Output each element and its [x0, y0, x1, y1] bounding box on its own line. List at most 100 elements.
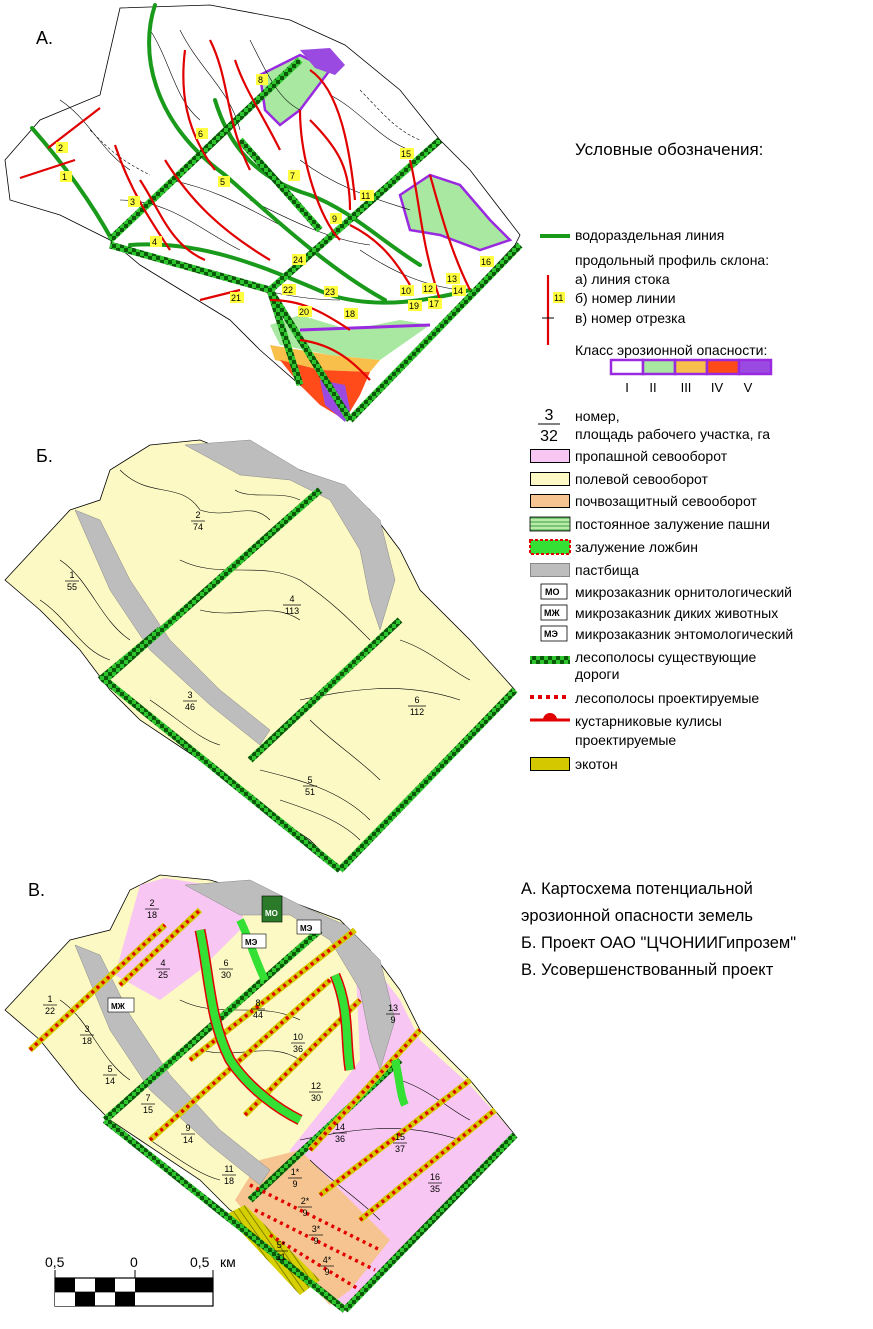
- svg-text:2: 2: [149, 898, 154, 908]
- line-number-label: 11: [360, 190, 374, 201]
- svg-text:14: 14: [453, 286, 463, 296]
- svg-text:11: 11: [361, 191, 370, 201]
- svg-text:МО: МО: [265, 909, 278, 918]
- svg-text:9: 9: [324, 1267, 329, 1277]
- legend-shrub-2: проектируемые: [575, 732, 677, 748]
- plot-label-b: 155: [65, 570, 79, 592]
- svg-text:11: 11: [554, 293, 563, 303]
- field-crop-swatch: [530, 472, 570, 486]
- svg-text:19: 19: [409, 301, 419, 311]
- svg-text:17: 17: [429, 299, 439, 309]
- microreserve-me-c1: МЭ: [296, 919, 322, 935]
- grassing-swatch: [529, 516, 571, 532]
- svg-text:9: 9: [302, 1208, 307, 1218]
- flow-line-number-swatch: 11: [553, 292, 565, 303]
- erosion-class-bar: [609, 358, 773, 376]
- plot-label-c: 3*9: [309, 1224, 323, 1246]
- svg-text:10: 10: [293, 1032, 303, 1042]
- ecotone-swatch: [530, 757, 570, 771]
- svg-text:36: 36: [293, 1044, 303, 1054]
- plot-area-example: 32: [540, 428, 558, 445]
- svg-text:8: 8: [255, 998, 260, 1008]
- svg-text:74: 74: [193, 522, 203, 532]
- svg-text:9: 9: [332, 214, 337, 224]
- plot-label-b: 274: [191, 510, 205, 532]
- line-number-label: 3: [128, 196, 140, 207]
- microreserve-me-c2: МЭ: [241, 933, 267, 949]
- plot-label-c: 715: [141, 1093, 155, 1115]
- microreserve-mzh-c: МЖ: [107, 997, 135, 1013]
- legend-plot-num-label: номер,: [575, 408, 620, 424]
- svg-text:4: 4: [152, 237, 157, 247]
- line-number-label: 2: [56, 142, 68, 153]
- line-number-label: 21: [230, 292, 244, 303]
- microreserve-mo-c: МО: [261, 895, 283, 923]
- svg-text:9: 9: [185, 1123, 190, 1133]
- svg-text:14: 14: [183, 1135, 193, 1145]
- scale-right-label: 0,5: [190, 1254, 210, 1270]
- legend-belts-existing: лесополосы существующие: [575, 649, 757, 665]
- svg-text:16: 16: [430, 1172, 440, 1182]
- line-number-label: 22: [282, 284, 296, 295]
- map-b-outline: [4, 439, 516, 871]
- svg-text:36: 36: [335, 1134, 345, 1144]
- plot-label-c: 139: [386, 1003, 400, 1025]
- svg-text:113: 113: [285, 606, 299, 616]
- svg-text:16: 16: [481, 257, 491, 267]
- legend-micro-orn: микрозаказник орнитологический: [575, 584, 792, 600]
- plot-label-c: 2*9: [298, 1196, 312, 1218]
- panel-a-label: А.: [36, 28, 54, 48]
- pasture-swatch: [530, 563, 570, 577]
- svg-text:21: 21: [231, 293, 241, 303]
- legend-row-crop: пропашной севооборот: [575, 448, 728, 464]
- scale-mid-label: 0: [130, 1254, 138, 1270]
- svg-text:15: 15: [401, 149, 411, 159]
- erosion-zone-ii-right: [398, 173, 513, 252]
- svg-text:30: 30: [311, 1093, 321, 1103]
- legend-belts-projected: лесополосы проектируемые: [575, 690, 760, 706]
- legend-me-tag: МЭ: [544, 629, 558, 639]
- svg-text:35: 35: [430, 1184, 440, 1194]
- svg-text:6: 6: [198, 129, 203, 139]
- svg-text:25: 25: [158, 970, 168, 980]
- legend-micro-ento: микрозаказник энтомологический: [575, 626, 794, 642]
- svg-text:18: 18: [147, 910, 157, 920]
- svg-text:112: 112: [410, 707, 424, 717]
- legend-field-crop: полевой севооборот: [575, 471, 708, 487]
- legend-pasture: пастбища: [575, 562, 639, 578]
- caption-b: Б. Проект ОАО "ЦЧОНИИГипрозем": [521, 934, 797, 952]
- legend-profile-head: продольный профиль склона:: [575, 252, 770, 268]
- legend-profile-a: а) линия стока: [575, 271, 670, 287]
- svg-text:37: 37: [395, 1144, 405, 1154]
- legend-swatches: 11 I II III IV V 3 32 МО МЖ МЭ: [54, 234, 773, 1307]
- soil-protect-swatch: [530, 494, 570, 508]
- erosion-class-iv: IV: [711, 380, 724, 395]
- line-number-label: 12: [422, 283, 436, 294]
- plot-label-c: 844: [251, 998, 265, 1020]
- line-number-label: 15: [400, 148, 414, 159]
- erosion-class-iii: III: [681, 380, 692, 395]
- legend-shrub-1: кустарниковые кулисы: [575, 713, 722, 729]
- line-number-label: 5: [218, 176, 230, 187]
- legend-erosion-title: Класс эрозионной опасности:: [575, 342, 768, 358]
- svg-text:46: 46: [185, 702, 195, 712]
- line-number-label: 7: [288, 170, 300, 181]
- svg-text:15: 15: [395, 1132, 405, 1142]
- line-number-label: 16: [480, 256, 494, 267]
- plot-label-c: 122: [43, 994, 57, 1016]
- svg-text:12: 12: [423, 284, 433, 294]
- svg-text:20: 20: [299, 307, 309, 317]
- svg-text:МЭ: МЭ: [300, 924, 313, 933]
- plot-label-c: 914: [181, 1123, 195, 1145]
- svg-text:11: 11: [276, 1252, 285, 1262]
- row-crop-c-1: [115, 878, 245, 1000]
- svg-text:18: 18: [345, 309, 355, 319]
- legend-soil-protect: почвозащитный севооборот: [575, 493, 757, 509]
- erosion-zone-v-top: [300, 48, 345, 75]
